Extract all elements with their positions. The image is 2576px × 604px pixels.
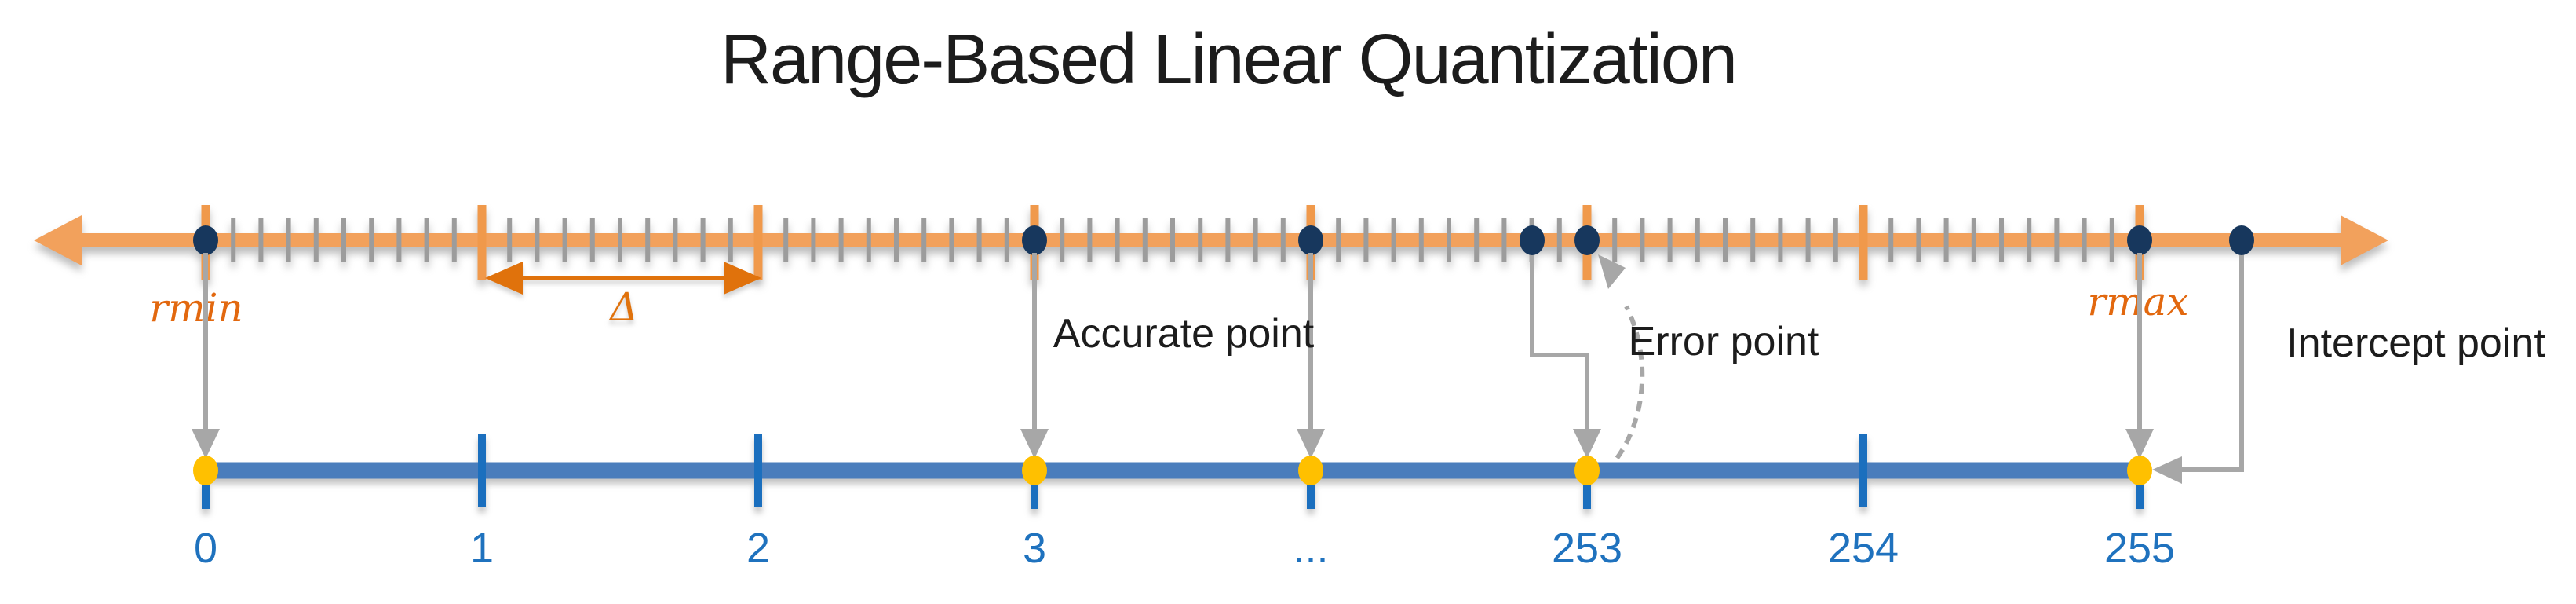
- intercept-point-dot: [2229, 225, 2254, 255]
- intercept-elbow-connector: [2182, 253, 2244, 472]
- delta-arrow-right-head: [724, 262, 761, 295]
- real-axis-major-ticks: [193, 205, 2152, 280]
- quant-tick-label: 254: [1828, 525, 1899, 572]
- quant-tick-label: 2: [746, 525, 770, 572]
- real-axis-point-dot: [193, 225, 218, 255]
- quantization-arrowhead: [192, 429, 220, 459]
- quant-point-dot: [193, 456, 218, 485]
- quantization-arrowhead: [1297, 429, 1325, 459]
- delta-label: Δ: [608, 284, 638, 330]
- quant-tick-label: 3: [1023, 525, 1046, 572]
- real-axis: [34, 205, 2388, 280]
- intercept-elbow-arrowhead: [2152, 456, 2182, 484]
- quant-axis-dots: [193, 456, 2152, 485]
- error-elbow-arrowhead: [1573, 429, 1601, 459]
- error-elbow-connector: [1530, 253, 1589, 430]
- quant-point-dot: [1574, 456, 1600, 485]
- real-axis-point-dot: [1298, 225, 1323, 255]
- intercept-point-label: Intercept point: [2286, 320, 2545, 366]
- rmin-label: rmin: [149, 285, 243, 331]
- quant-point-dot: [1022, 456, 1047, 485]
- error-point-label: Error point: [1629, 319, 1819, 364]
- mapping-arrows: [192, 253, 2244, 484]
- quant-tick-label: 255: [2104, 525, 2175, 572]
- real-axis-point-dot: [1574, 225, 1600, 255]
- real-axis-minor-ticks: [231, 218, 2114, 262]
- real-axis-point-dot: [1022, 225, 1047, 255]
- quant-axis: [202, 434, 2144, 509]
- quantization-down-arrows: [192, 253, 2154, 459]
- quantization-arrowhead: [1020, 429, 1049, 459]
- page-title: Range-Based Linear Quantization: [721, 20, 1736, 99]
- real-axis-left-arrowhead: [34, 215, 82, 265]
- quant-tick-label: ...: [1293, 525, 1328, 572]
- real-axis-right-arrowhead: [2341, 215, 2388, 265]
- error-dashed-arrowhead: [1598, 254, 1626, 289]
- error-dashed-arc: [1604, 305, 1645, 474]
- error-point-dot: [1520, 225, 1545, 255]
- real-axis-line: [66, 233, 2342, 247]
- quant-axis-labels: 0 1 2 3... 253 254 255: [194, 525, 2175, 572]
- quant-tick-label: 0: [194, 525, 217, 572]
- delta-step-annotation: Δ: [485, 262, 761, 330]
- quant-tick-label: 1: [470, 525, 494, 572]
- quant-point-dot: [1298, 456, 1323, 485]
- real-axis-point-dot: [2127, 225, 2152, 255]
- accurate-point-label: Accurate point: [1053, 311, 1315, 357]
- quantization-arrowhead: [2125, 429, 2154, 459]
- delta-arrow-left-head: [485, 262, 523, 295]
- quant-point-dot: [2127, 456, 2152, 485]
- quant-tick-label: 253: [1552, 525, 1622, 572]
